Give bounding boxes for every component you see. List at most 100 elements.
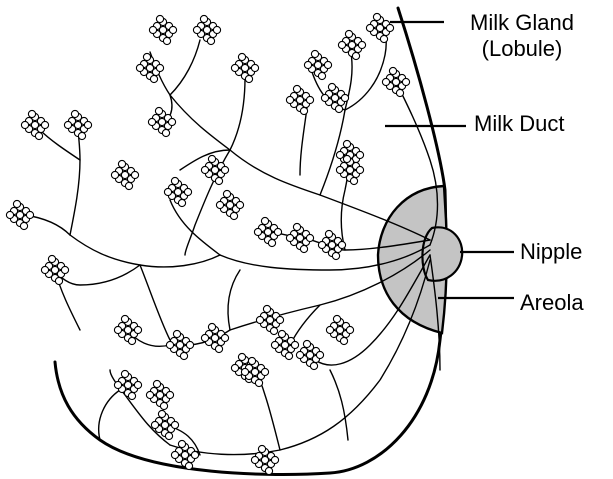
lobule-alveolus bbox=[193, 26, 200, 33]
lobule-alveolus bbox=[114, 381, 121, 388]
lobule-alveolus bbox=[128, 337, 135, 344]
lobule-alveolus bbox=[332, 252, 339, 259]
lobule-alveolus bbox=[241, 368, 248, 375]
lobule-alveolus bbox=[291, 341, 298, 348]
milk-duct-path bbox=[170, 40, 200, 95]
lobule-cluster bbox=[321, 83, 348, 112]
lobule-alveolus bbox=[343, 140, 350, 147]
lobule-alveolus bbox=[64, 121, 71, 128]
lobule-alveolus bbox=[230, 212, 237, 219]
lobule-alveolus bbox=[271, 456, 278, 463]
lobule-alveolus bbox=[186, 341, 193, 348]
lobule-alveolus bbox=[316, 351, 323, 358]
lobule-alveolus bbox=[251, 64, 258, 71]
lobule-alveolus bbox=[61, 266, 68, 273]
lobule-alveolus bbox=[310, 362, 317, 369]
lobule-alveolus bbox=[271, 341, 278, 348]
lobule-alveolus bbox=[153, 380, 160, 387]
lobule-cluster bbox=[304, 50, 331, 79]
lobule-alveolus bbox=[356, 151, 363, 158]
lobule-alveolus bbox=[324, 61, 331, 68]
lobule-alveolus bbox=[216, 201, 223, 208]
lobule-cluster bbox=[111, 160, 138, 189]
lobule-alveolus bbox=[201, 166, 208, 173]
lobule-alveolus bbox=[6, 211, 13, 218]
lobule-alveolus bbox=[213, 26, 220, 33]
lobule-alveolus bbox=[343, 155, 350, 162]
lobule-alveolus bbox=[263, 305, 270, 312]
lobule-alveolus bbox=[171, 177, 178, 184]
lobule-alveolus bbox=[338, 41, 345, 48]
lobule-cluster bbox=[149, 15, 176, 44]
lobule-cluster bbox=[193, 15, 220, 44]
lobule-alveolus bbox=[156, 15, 163, 22]
lobule-alveolus bbox=[207, 37, 214, 44]
lobule-alveolus bbox=[336, 151, 343, 158]
lobule-alveolus bbox=[306, 234, 313, 241]
lobule-alveolus bbox=[71, 110, 78, 117]
lobule-alveolus bbox=[328, 83, 335, 90]
lobule-alveolus bbox=[321, 94, 328, 101]
lobule-cluster bbox=[286, 85, 313, 114]
lobule-alveolus bbox=[121, 370, 128, 377]
lobule-alveolus bbox=[155, 107, 162, 114]
lobule-cluster bbox=[231, 53, 258, 82]
lobule-alveolus bbox=[261, 368, 268, 375]
lobule-alveolus bbox=[303, 340, 310, 347]
lobule-alveolus bbox=[335, 105, 342, 112]
lobule-cluster bbox=[64, 110, 91, 139]
label-areola: Areola bbox=[520, 290, 584, 316]
lobule-alveolus bbox=[208, 323, 215, 330]
areola-nipple-group bbox=[378, 186, 462, 333]
lobule-cluster bbox=[382, 67, 409, 96]
lobule-alveolus bbox=[150, 75, 157, 82]
lobule-alveolus bbox=[358, 41, 365, 48]
lobule-alveolus bbox=[382, 78, 389, 85]
lobule-cluster bbox=[201, 323, 228, 352]
lobule-alveolus bbox=[326, 326, 333, 333]
lobule-alveolus bbox=[389, 67, 396, 74]
lobule-alveolus bbox=[223, 190, 230, 197]
label-milk-gland-line1: Milk Gland bbox=[452, 10, 592, 36]
lobule-cluster bbox=[146, 380, 173, 409]
lobule-alveolus bbox=[84, 121, 91, 128]
milk-duct-path bbox=[70, 235, 220, 267]
lobule-alveolus bbox=[158, 410, 165, 417]
lobule-alveolus bbox=[236, 201, 243, 208]
lobule-alveolus bbox=[318, 241, 325, 248]
lobule-cluster bbox=[296, 340, 323, 369]
lobule-alveolus bbox=[78, 132, 85, 139]
lobule-alveolus bbox=[285, 352, 292, 359]
lobule-alveolus bbox=[402, 78, 409, 85]
milk-duct-path bbox=[228, 270, 240, 330]
lobule-alveolus bbox=[208, 155, 215, 162]
lobule-alveolus bbox=[151, 421, 158, 428]
lobule-cluster bbox=[286, 223, 313, 252]
lobule-alveolus bbox=[238, 353, 245, 360]
lobule-cluster bbox=[366, 13, 393, 42]
lobule-alveolus bbox=[121, 315, 128, 322]
lobule-alveolus bbox=[134, 326, 141, 333]
lobule-alveolus bbox=[286, 234, 293, 241]
lobule-alveolus bbox=[55, 277, 62, 284]
lobule-alveolus bbox=[28, 110, 35, 117]
lobule-alveolus bbox=[173, 330, 180, 337]
lobule-alveolus bbox=[201, 334, 208, 341]
lobule-alveolus bbox=[200, 15, 207, 22]
lobule-alveolus bbox=[345, 30, 352, 37]
lobule-cluster bbox=[164, 177, 191, 206]
lobule-alveolus bbox=[41, 121, 48, 128]
lobule-cluster bbox=[114, 370, 141, 399]
lobule-alveolus bbox=[169, 26, 176, 33]
lobule-cluster bbox=[21, 110, 48, 139]
lobule-alveolus bbox=[162, 129, 169, 136]
milk-duct-path bbox=[140, 265, 170, 340]
lobule-alveolus bbox=[255, 379, 262, 386]
lobule-alveolus bbox=[178, 199, 185, 206]
lobule-alveolus bbox=[325, 230, 332, 237]
lobule-alveolus bbox=[276, 316, 283, 323]
lobule-alveolus bbox=[165, 432, 172, 439]
lobule-alveolus bbox=[156, 64, 163, 71]
lobule-alveolus bbox=[35, 132, 42, 139]
lobule-cluster bbox=[6, 200, 33, 229]
